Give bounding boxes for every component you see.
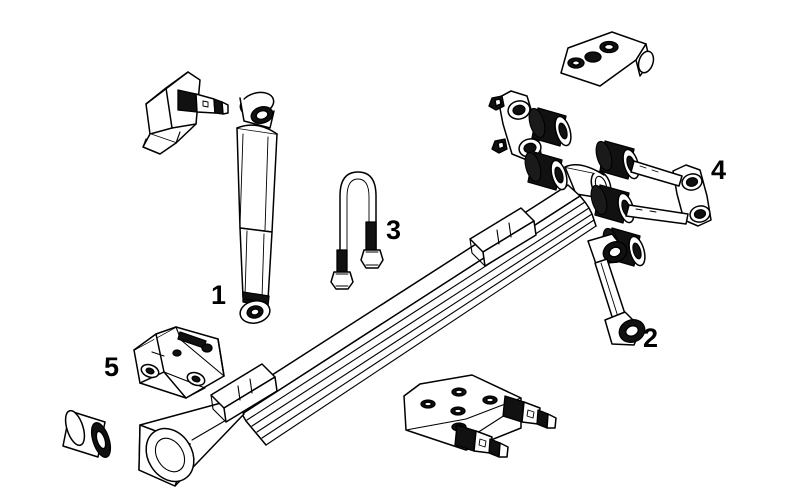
spring-hanger-bracket-art [133, 326, 225, 399]
callout-4: 4 [711, 155, 727, 185]
u-bolt-art [330, 171, 384, 290]
shock-upper-mount-bracket-art [142, 71, 229, 155]
callout-2: 2 [643, 323, 659, 353]
sway-bar-link-art [587, 233, 646, 346]
leaf-spring-eye-bushing-art [62, 409, 112, 458]
callout-5: 5 [104, 352, 120, 382]
callout-3: 3 [386, 215, 402, 245]
shock-absorber-art [236, 91, 278, 324]
upper-mount-plate-art [560, 31, 655, 87]
callout-1: 1 [211, 280, 227, 310]
leaf-spring-art [138, 164, 615, 487]
axle-mount-plate-art [403, 374, 557, 458]
